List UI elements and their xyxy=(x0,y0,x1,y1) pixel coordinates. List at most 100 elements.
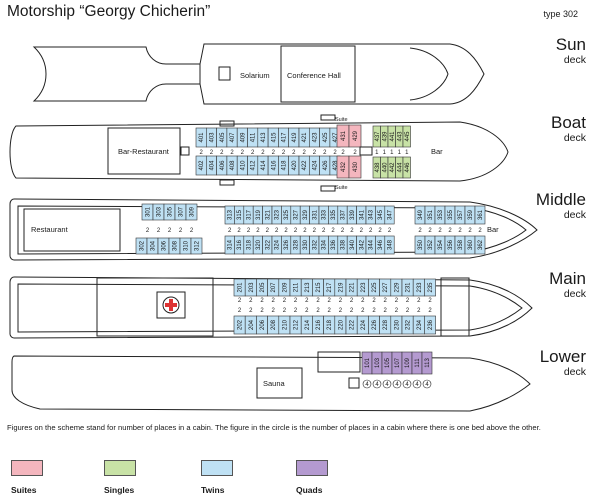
single-number: 437 xyxy=(375,131,381,142)
cabin-number: 358 xyxy=(458,239,464,250)
cabin-number: 329 xyxy=(303,209,309,220)
cabin-number: 215 xyxy=(316,282,322,293)
suite-430 xyxy=(348,155,362,179)
legend-suites xyxy=(11,460,43,476)
cabin-number: 216 xyxy=(316,319,322,330)
cabin-number: 402 xyxy=(199,160,205,171)
cabin-number: 362 xyxy=(478,239,484,250)
cabin-number: 303 xyxy=(157,206,163,217)
restaurant-label: Restaurant xyxy=(31,225,69,234)
places-count: 2 xyxy=(302,150,306,156)
cabin-235 xyxy=(424,278,436,297)
cabin-number: 226 xyxy=(372,319,378,330)
places-count: 1 xyxy=(405,150,409,156)
cabin-number: 422 xyxy=(302,160,308,171)
cabin-number: 214 xyxy=(305,319,311,330)
places-count: 2 xyxy=(428,228,432,234)
cabin-number: 414 xyxy=(261,160,267,171)
cabin-number: 410 xyxy=(240,160,246,171)
cabin-number: 236 xyxy=(428,319,434,330)
cabin-number: 204 xyxy=(249,319,255,330)
deck-suffix-sun: deck xyxy=(563,54,586,66)
cabin-number: 347 xyxy=(388,209,394,220)
places-count: 2 xyxy=(369,228,373,234)
places-count: 2 xyxy=(249,298,253,304)
places-count: 2 xyxy=(384,308,388,314)
cabin-number: 353 xyxy=(438,209,444,220)
places-count: 2 xyxy=(190,228,194,234)
cabin-number: 357 xyxy=(458,209,464,220)
bunk-circle xyxy=(412,379,422,389)
boat-stairs xyxy=(180,114,373,192)
middle-bar-label: Bar xyxy=(487,225,499,234)
cabin-number: 224 xyxy=(361,319,367,330)
places-count: 2 xyxy=(361,308,365,314)
suite-number: 432 xyxy=(341,161,347,172)
cabin-number: 304 xyxy=(151,240,157,251)
quad-cabin-number: 101 xyxy=(365,357,371,368)
cabin-number: 336 xyxy=(331,239,337,250)
cabin-number: 316 xyxy=(237,239,243,250)
places-count: 2 xyxy=(328,298,332,304)
deck-label-lower: Lower deck xyxy=(520,348,586,378)
cabin-number: 342 xyxy=(359,239,365,250)
ship-type: type 302 xyxy=(543,9,578,19)
cabin-number: 330 xyxy=(303,239,309,250)
quad-cabin-number: 105 xyxy=(385,357,391,368)
medical-room xyxy=(156,291,186,319)
places-count: 2 xyxy=(261,150,265,156)
single-445 xyxy=(402,125,411,148)
quad-cabin-number: 111 xyxy=(415,358,421,368)
ship-title: Motorship “Georgy Chicherin” xyxy=(7,3,211,20)
places-count: 2 xyxy=(372,298,376,304)
cabin-number: 305 xyxy=(168,206,174,217)
places-count: 2 xyxy=(237,228,241,234)
places-count: 2 xyxy=(378,228,382,234)
bunk-circle xyxy=(402,379,412,389)
cabin-number: 338 xyxy=(341,239,347,250)
deck-suffix-boat: deck xyxy=(563,132,586,144)
single-number: 444 xyxy=(397,162,403,173)
places-count: 2 xyxy=(294,308,298,314)
cabin-number: 206 xyxy=(260,319,266,330)
cabin-number: 320 xyxy=(256,239,262,250)
places-count: 2 xyxy=(361,298,365,304)
suite-number: 430 xyxy=(353,161,359,172)
places-count: 2 xyxy=(328,308,332,314)
cabin-number: 321 xyxy=(265,209,271,220)
cabin-number: 203 xyxy=(249,282,255,293)
bunk-circle xyxy=(372,379,382,389)
cabin-number: 211 xyxy=(294,282,300,292)
places-count: 2 xyxy=(313,228,317,234)
cabin-number: 333 xyxy=(322,209,328,220)
cabin-number: 233 xyxy=(417,282,423,293)
places-count: 4 xyxy=(395,382,399,388)
places-count: 2 xyxy=(384,298,388,304)
main-deck: 2012203220522072209221122132215221722192… xyxy=(9,276,533,339)
places-count: 2 xyxy=(294,228,298,234)
single-number: 442 xyxy=(390,162,396,173)
cabin-number: 223 xyxy=(361,282,367,293)
places-count: 2 xyxy=(331,228,335,234)
cabin-number: 231 xyxy=(406,282,412,293)
places-count: 2 xyxy=(283,308,287,314)
places-count: 1 xyxy=(398,150,402,156)
cabin-number: 222 xyxy=(350,319,356,330)
cabin-number: 350 xyxy=(418,239,424,250)
places-count: 2 xyxy=(238,298,242,304)
cabin-number: 307 xyxy=(179,206,185,217)
cabin-number: 302 xyxy=(140,240,146,251)
places-count: 2 xyxy=(333,150,337,156)
conference-hall-room xyxy=(280,45,356,103)
scheme-note: Figures on the scheme stand for number o… xyxy=(7,423,541,432)
stairs-mid xyxy=(180,146,190,156)
places-count: 2 xyxy=(406,308,410,314)
bunk-circle xyxy=(392,379,402,389)
places-count: 2 xyxy=(284,228,288,234)
sauna-room xyxy=(256,367,303,399)
places-count: 2 xyxy=(417,298,421,304)
legend-swatch-singles xyxy=(104,460,136,476)
places-count: 2 xyxy=(388,228,392,234)
